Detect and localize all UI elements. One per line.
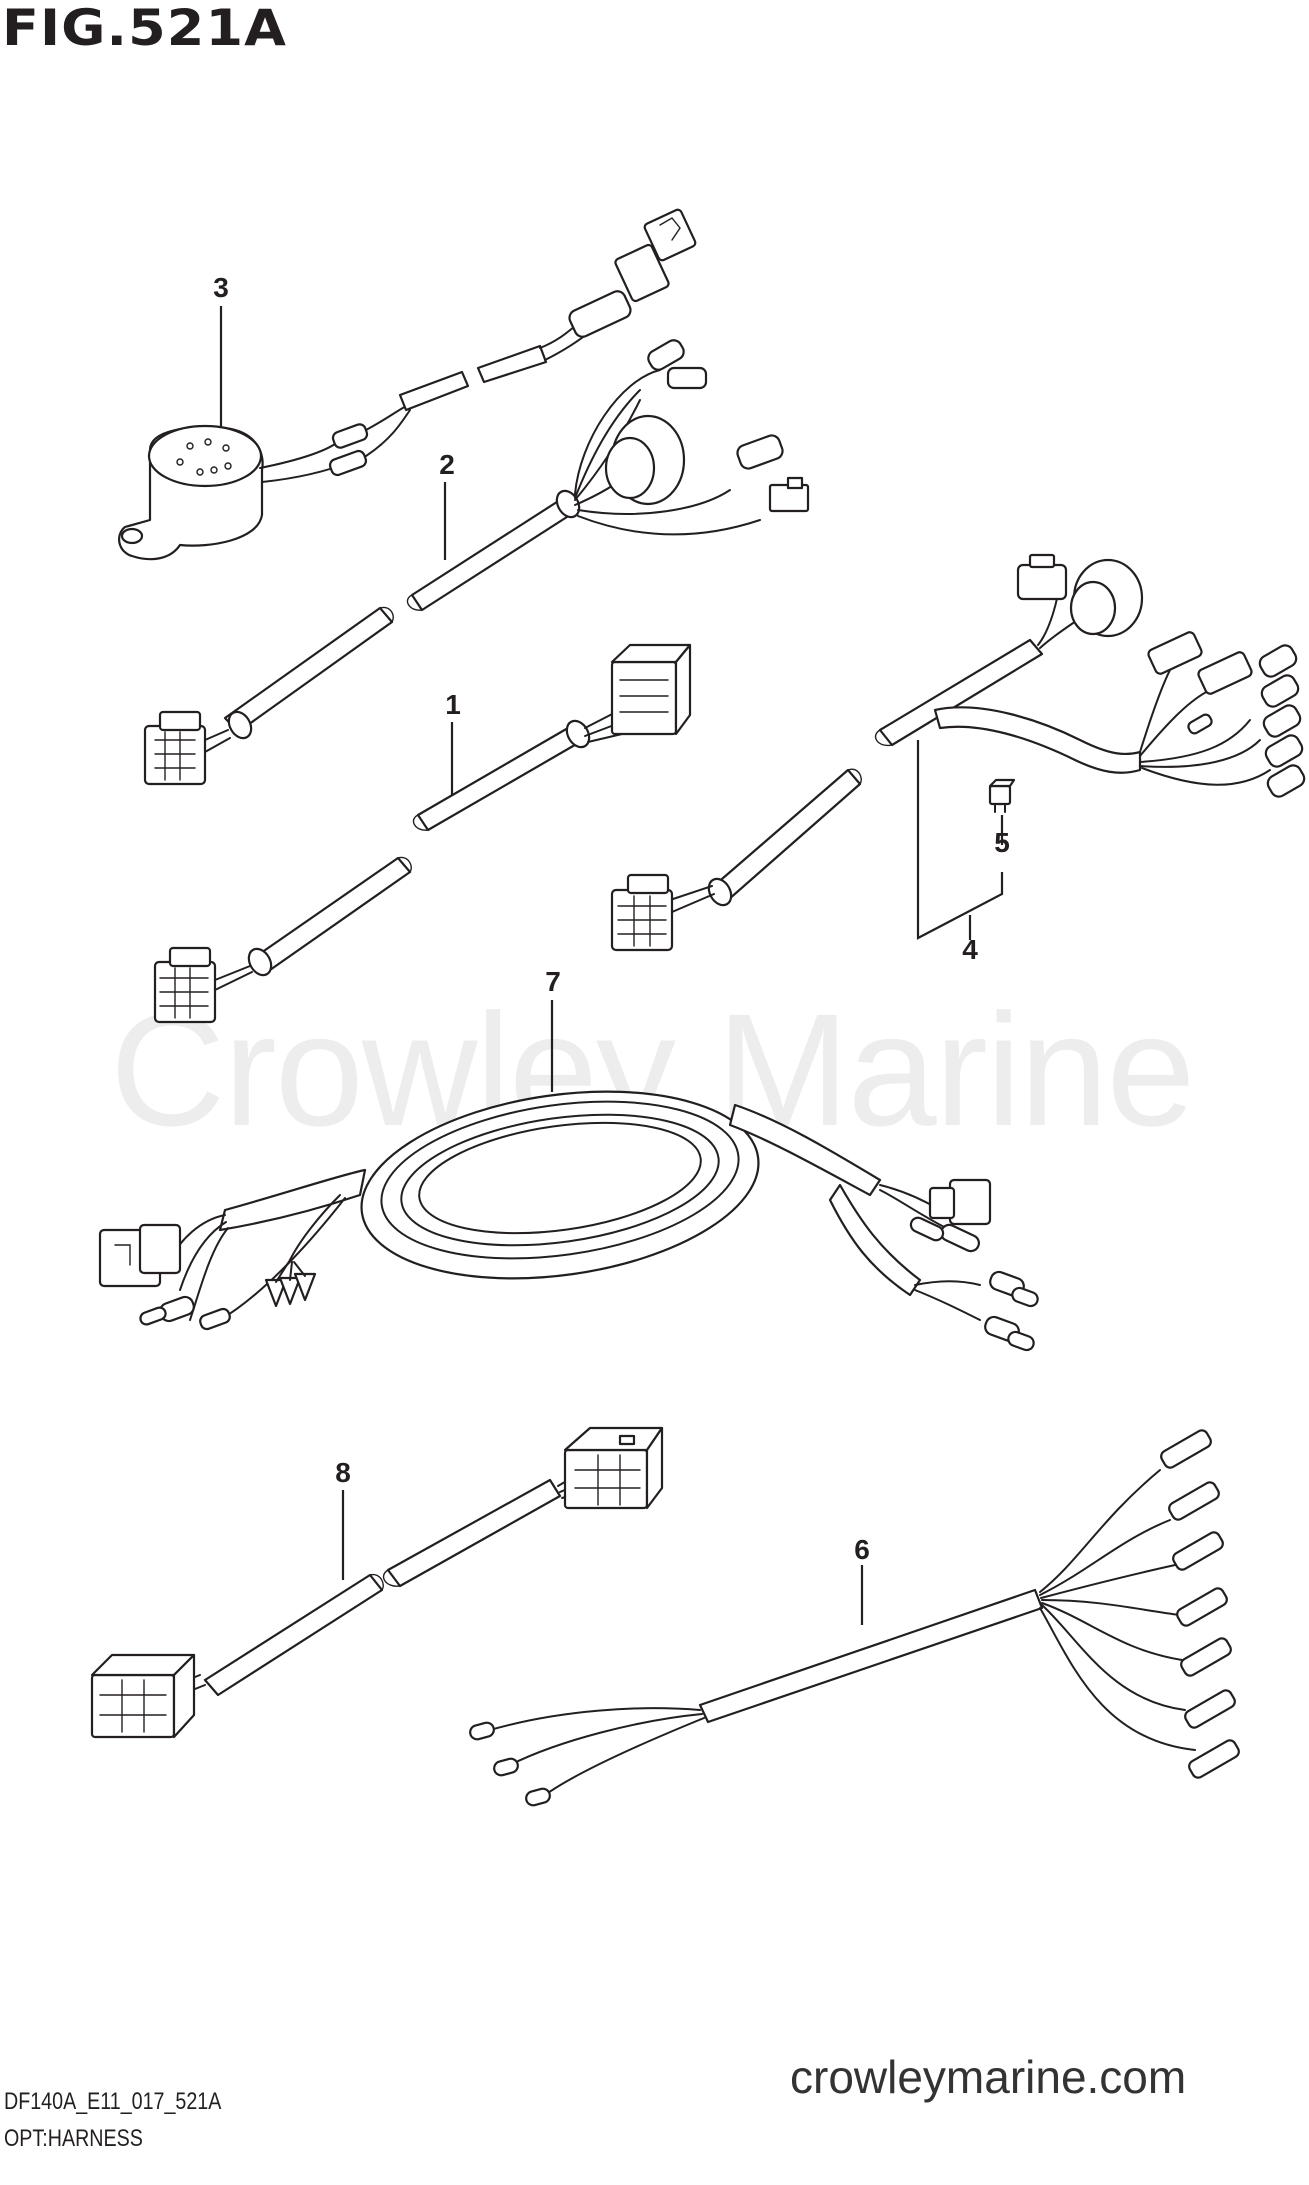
buzzer-holes-icon bbox=[176, 438, 232, 476]
loop-harness-7-drawing[interactable] bbox=[98, 1000, 1040, 1352]
harness-4-drawing[interactable] bbox=[610, 553, 1307, 952]
callout-4[interactable]: 4 bbox=[962, 934, 978, 965]
connector-pins-icon bbox=[159, 967, 209, 1019]
connector-pins-icon bbox=[617, 895, 667, 947]
buzzer-harness-drawing[interactable] bbox=[118, 208, 697, 561]
pigtail-harness-6-drawing[interactable] bbox=[469, 1428, 1241, 1807]
connector-pins-icon bbox=[154, 731, 196, 781]
connector-pins-icon bbox=[99, 1679, 167, 1733]
callout-2[interactable]: 2 bbox=[439, 449, 455, 480]
callout-5[interactable]: 5 bbox=[994, 827, 1010, 858]
figure-title: FIG.521A bbox=[2, 0, 287, 57]
callout-8[interactable]: 8 bbox=[335, 1457, 351, 1488]
callout-7[interactable]: 7 bbox=[545, 966, 561, 997]
extension-harness-8-drawing[interactable] bbox=[90, 1426, 664, 1739]
callout-3[interactable]: 3 bbox=[213, 272, 229, 303]
website-link[interactable]: crowleymarine.com bbox=[790, 2051, 1187, 2103]
connector-pins-icon bbox=[619, 679, 669, 713]
section-name: OPT:HARNESS bbox=[4, 2125, 143, 2152]
drawing-code: DF140A_E11_017_521A bbox=[4, 2088, 222, 2115]
fuse-drawing[interactable] bbox=[988, 778, 1016, 813]
harness-2-drawing[interactable] bbox=[143, 337, 810, 786]
callout-1[interactable]: 1 bbox=[445, 689, 461, 720]
extension-harness-1-drawing[interactable] bbox=[153, 643, 692, 1024]
callout-6[interactable]: 6 bbox=[854, 1534, 870, 1565]
connector-pins-icon bbox=[574, 1454, 641, 1506]
